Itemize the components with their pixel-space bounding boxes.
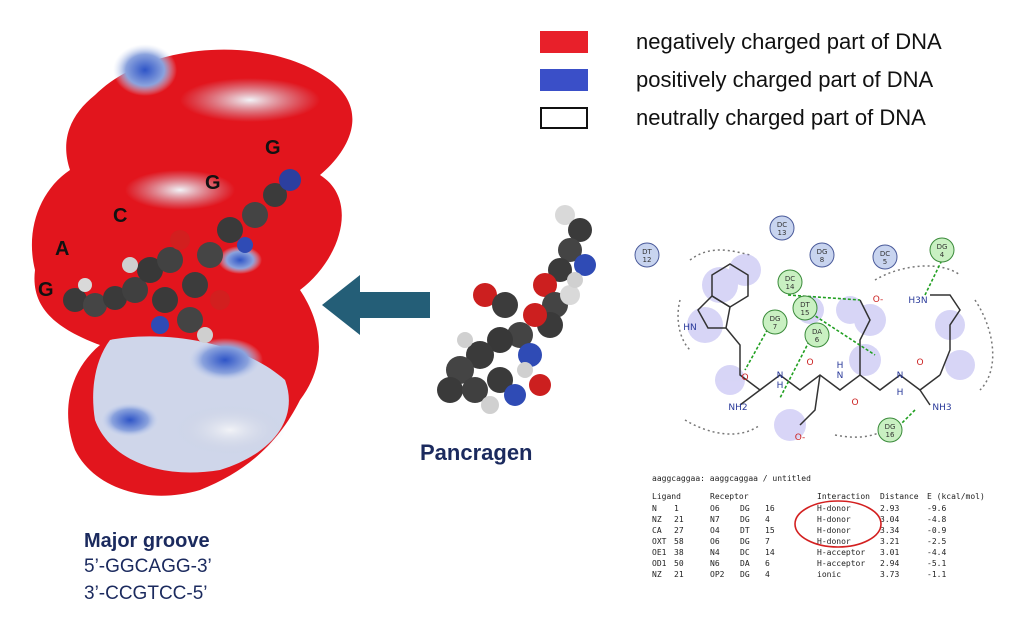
atom-label: NH3: [932, 403, 951, 413]
residue-num: 7: [773, 323, 777, 331]
legend-swatch-blue: [540, 69, 588, 91]
residue-num: 14: [786, 283, 795, 291]
dna-letter-c: C: [113, 205, 128, 227]
pancragen-molecule-model: [437, 205, 596, 414]
dna-letter-g-mid: G: [205, 172, 221, 194]
legend-label: negatively charged part of DNA: [636, 29, 942, 54]
legend-label: neutrally charged part of DNA: [636, 105, 926, 130]
indole-ring: [697, 263, 749, 329]
atom-label: HN: [683, 323, 697, 333]
residue-label: DG: [817, 248, 828, 256]
residue-label: DT: [800, 301, 810, 309]
atom-label: O: [741, 373, 748, 383]
residue-num: 6: [815, 336, 820, 344]
atom-label: H: [897, 388, 904, 398]
residue-num: 15: [801, 309, 810, 317]
interaction-table: aaggcaggaa: aaggcaggaa / untitled Ligand…: [652, 474, 1012, 580]
atom-label: N: [837, 371, 844, 381]
header-energy: E (kcal/mol): [927, 492, 985, 501]
residue-label: DG: [885, 423, 896, 431]
dna-letter-g-bottom: G: [38, 279, 54, 301]
residue-label: DC: [785, 275, 795, 283]
binding-arrow-icon: [322, 275, 430, 335]
white-patch: [125, 170, 235, 210]
atom-label: O: [806, 358, 813, 368]
residue-num: 5: [883, 258, 887, 266]
blue-patch: [113, 44, 177, 96]
legend-swatch-outline: [540, 107, 588, 129]
interaction-map: DT 12 DC 13 DG 8 DC 5 DG 4 DC 14 DT 15 D…: [634, 215, 994, 443]
residue-num: 4: [940, 251, 945, 259]
residue-label: DT: [642, 248, 652, 256]
atom-label: O-: [873, 295, 884, 305]
table-header: Ligand Receptor Interaction Distance E (…: [652, 492, 1012, 503]
ligand-in-groove: [63, 169, 301, 343]
residue-num: 13: [778, 229, 787, 237]
dna-letter-g-top: G: [265, 137, 281, 159]
residue-label: DA: [812, 328, 822, 336]
dna-letter-a: A: [55, 238, 70, 260]
residue-label: DC: [777, 221, 787, 229]
blue-patch: [100, 402, 160, 438]
header-ligand: Ligand: [652, 492, 681, 501]
dna-surface-illustration: [31, 44, 353, 496]
header-distance: Distance: [880, 492, 919, 501]
pancragen-atoms: [437, 205, 596, 414]
major-groove-title: Major groove: [84, 530, 210, 552]
sequence-5-3: 5’-GGCAGG-3’: [84, 556, 212, 577]
legend-item-positive: positively charged part of DNA: [540, 64, 933, 96]
atom-label: N: [777, 371, 784, 381]
atom-label: O: [916, 358, 923, 368]
residue-label: DG: [937, 243, 948, 251]
white-patch: [180, 78, 320, 122]
legend-swatch-red: [540, 31, 588, 53]
residue-num: 12: [643, 256, 652, 264]
atom-label: N: [897, 371, 904, 381]
blue-patch: [187, 338, 263, 382]
sequence-3-5: 3’-CCGTCC-5’: [84, 583, 208, 604]
header-interaction: Interaction: [817, 492, 870, 501]
white-patch: [175, 405, 285, 455]
table-title: aaggcaggaa: aaggcaggaa / untitled: [652, 474, 811, 483]
atom-label: NH2: [728, 403, 747, 413]
highlight-ellipse: [794, 500, 882, 548]
legend-item-negative: negatively charged part of DNA: [540, 26, 942, 58]
residue-num: 8: [820, 256, 824, 264]
atom-label: H3N: [908, 296, 927, 306]
atom-label: O: [851, 398, 858, 408]
molecule-name: Pancragen: [420, 440, 533, 465]
atom-label: H: [837, 361, 844, 371]
legend-item-neutral: neutrally charged part of DNA: [540, 102, 926, 134]
residue-label: DC: [880, 250, 890, 258]
blue-patch: [218, 246, 262, 274]
residue-num: 16: [886, 431, 895, 439]
legend-label: positively charged part of DNA: [636, 67, 934, 92]
atom-label: O-: [795, 433, 806, 443]
residue-label: DG: [770, 315, 781, 323]
header-receptor: Receptor: [710, 492, 749, 501]
atom-label: H: [777, 381, 784, 391]
